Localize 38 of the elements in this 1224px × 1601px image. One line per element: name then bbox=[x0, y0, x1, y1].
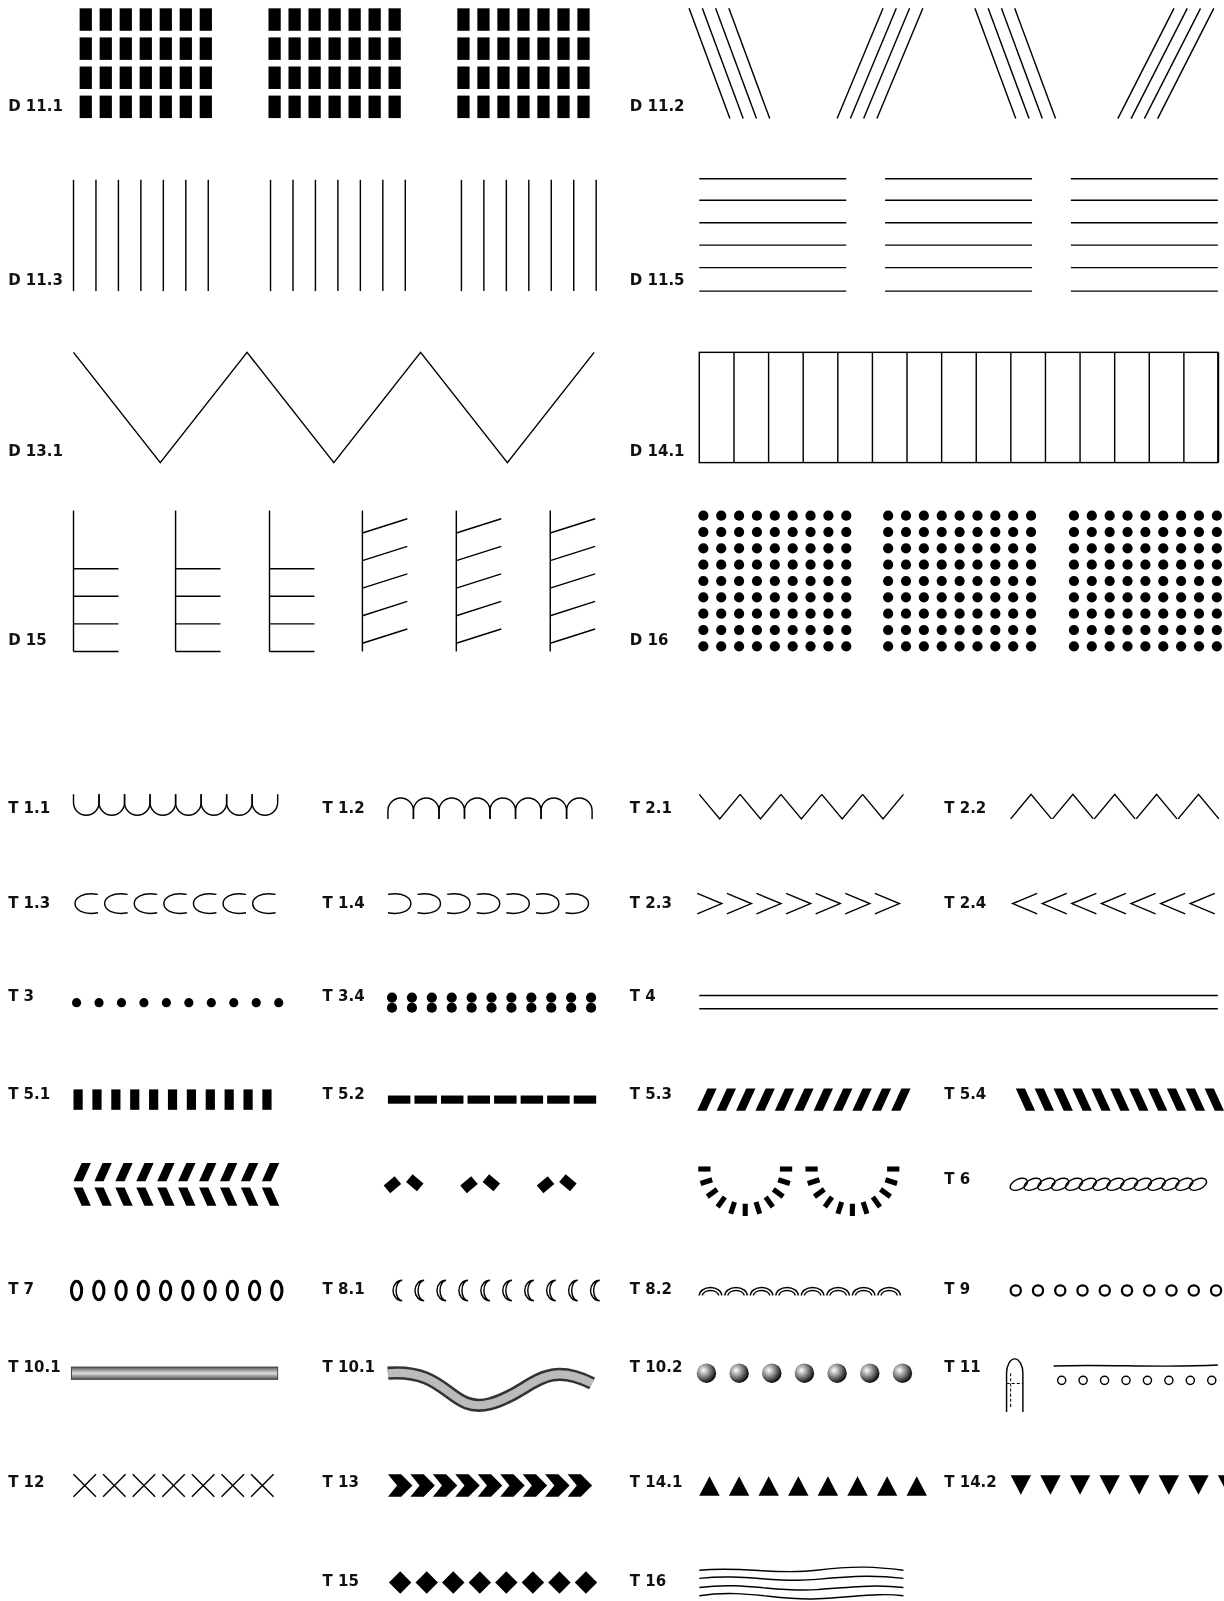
pattern-code: D 11.3 bbox=[8, 270, 63, 289]
pattern-code: T 13 bbox=[322, 1473, 359, 1492]
pattern-code: T 11 bbox=[944, 1358, 981, 1377]
pattern-code: T 1.1 bbox=[8, 798, 51, 817]
pattern-code: T 4 bbox=[629, 987, 656, 1006]
pattern-code: T 10.1 bbox=[8, 1358, 61, 1377]
pattern-code: T 5.2 bbox=[322, 1085, 365, 1104]
pattern-code: D 11.5 bbox=[629, 270, 685, 289]
pattern-code: T 2.2 bbox=[944, 798, 987, 817]
pattern-code: T 16 bbox=[629, 1572, 667, 1591]
pattern-code: T 8.2 bbox=[629, 1280, 672, 1299]
pattern-code: T 5.1 bbox=[8, 1085, 51, 1104]
pattern-code: T 7 bbox=[8, 1280, 35, 1299]
pattern-code: T 5.4 bbox=[944, 1085, 987, 1104]
pattern-code: T 1.2 bbox=[322, 798, 365, 817]
pattern-code: T 2.3 bbox=[629, 893, 672, 912]
pattern-code: T 10.2 bbox=[629, 1358, 683, 1377]
pattern-code: T 9 bbox=[944, 1280, 971, 1299]
pattern-code: T 2.1 bbox=[629, 798, 672, 817]
pattern-code: D 14.1 bbox=[629, 442, 685, 461]
pattern-code: T 1.4 bbox=[322, 893, 365, 912]
pattern-code: D 11.1 bbox=[8, 97, 63, 116]
pattern-code: D 15 bbox=[8, 631, 47, 650]
pattern-code: T 6 bbox=[944, 1170, 971, 1189]
pattern-code: T 15 bbox=[322, 1572, 359, 1591]
pattern-code: T 3.4 bbox=[322, 987, 365, 1006]
pattern-code: D 16 bbox=[629, 631, 669, 650]
pattern-code: D 11.2 bbox=[629, 97, 685, 116]
pattern-code: T 10.1 bbox=[322, 1358, 376, 1377]
pattern-code: T 1.3 bbox=[8, 893, 51, 912]
pattern-code: T 14.2 bbox=[944, 1473, 997, 1492]
pattern-code: T 2.4 bbox=[944, 893, 987, 912]
pattern-code: T 8.1 bbox=[322, 1280, 365, 1299]
pattern-code: T 14.1 bbox=[629, 1473, 683, 1492]
pattern-code: T 12 bbox=[8, 1473, 45, 1492]
pattern-code: D 13.1 bbox=[8, 442, 63, 461]
pattern-code: T 5.3 bbox=[629, 1085, 672, 1104]
pattern-code: T 3 bbox=[8, 987, 35, 1006]
